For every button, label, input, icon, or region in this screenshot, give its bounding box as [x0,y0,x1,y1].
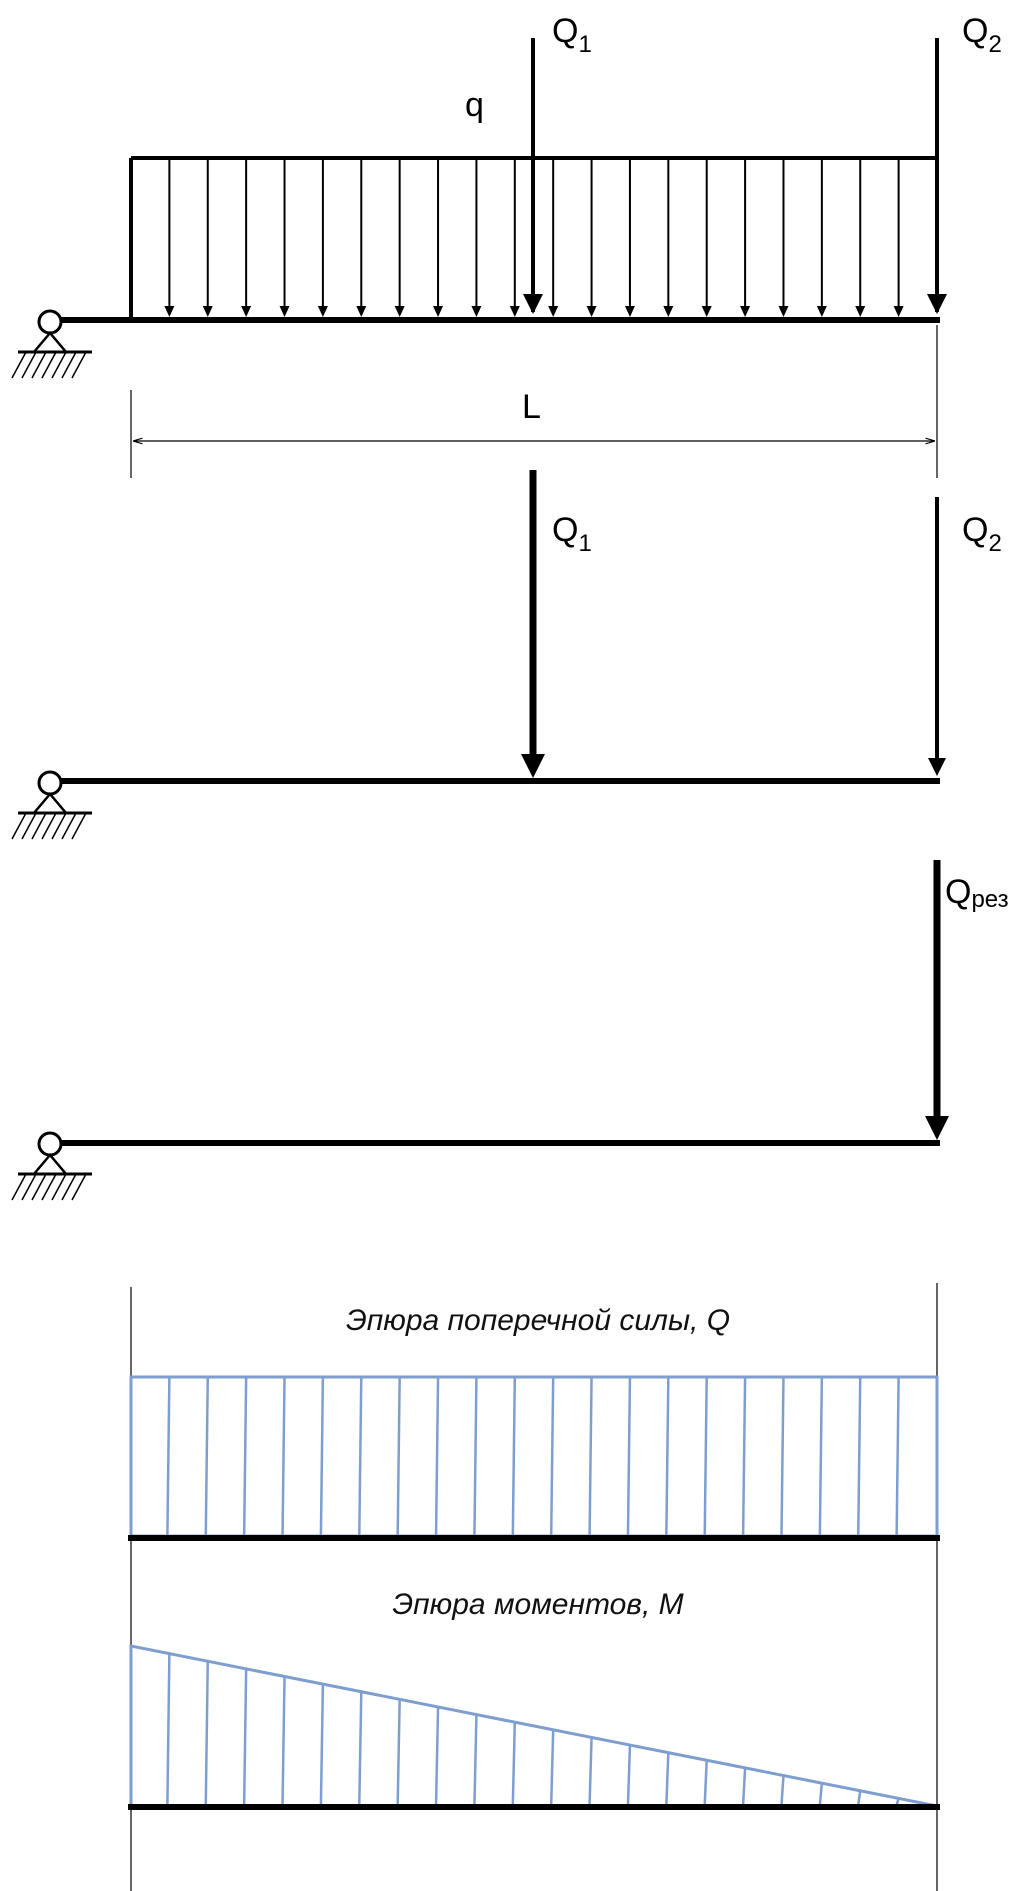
moment-hatch-line [473,1714,478,1806]
distributed-load-arrowhead [279,306,290,317]
q1-arrowhead-2 [521,754,545,778]
distributed-load-arrowhead [164,306,175,317]
distributed-load-arrowhead [663,306,674,317]
distributed-load-arrowhead [778,306,789,317]
shear-hatch-line [166,1376,171,1537]
distributed-load-arrows [164,160,904,317]
shear-hatch-line [319,1376,325,1537]
distributed-load-arrowhead [893,306,904,317]
moment-hatch-line [857,1790,862,1806]
span-dimension: L [130,325,938,478]
shear-diagram-title: Эпюра поперечной силы, Q [346,1304,730,1337]
moment-diagram-title: Эпюра моментов, M [392,1588,683,1621]
shear-hatch-line [434,1376,440,1537]
shear-hatch-line [856,1376,862,1537]
distributed-load-arrowhead [701,306,712,317]
shear-hatch-line [473,1376,478,1537]
moment-hatch-line [588,1737,593,1806]
distributed-load-arrowhead [855,306,866,317]
shear-hatch-line [204,1376,210,1537]
pin-support-2 [11,770,92,840]
moment-hatch-line [434,1706,440,1806]
distributed-load-arrowhead [740,306,751,317]
moment-hatch-line [396,1699,401,1806]
panel-resultant: Qрез [11,860,1009,1201]
distributed-load-arrowhead [356,306,367,317]
shear-hatch-line [665,1376,670,1537]
shear-hatch-line [703,1376,708,1537]
moment-hatch-line [741,1767,747,1806]
moment-hatch-line [780,1775,785,1806]
moment-hatch-line [204,1661,210,1806]
moment-hatch-line [511,1722,517,1806]
moment-hatch-line [549,1729,555,1806]
q1-label-1: Q1 [552,12,592,58]
q-label: q [465,86,484,124]
shear-hatch-line [511,1376,517,1537]
distributed-load-arrowhead [202,306,213,317]
moment-diagram [129,1644,938,1808]
qres-arrowhead [925,1116,949,1140]
distributed-load-arrowhead [241,306,252,317]
distributed-load-arrowhead [394,306,405,317]
distributed-load-arrowhead [816,306,827,317]
distributed-load-arrowhead [586,306,597,317]
shear-hatch-line [358,1376,363,1537]
shear-hatch-line [281,1376,286,1537]
distributed-load-arrowhead [433,306,444,317]
span-label: L [522,388,541,426]
shear-hatch-line [626,1376,632,1537]
moment-hatch-line [665,1752,670,1806]
shear-hatch-line [588,1376,593,1537]
moment-hatch-line [895,1798,900,1806]
internal-force-diagrams: Эпюра поперечной силы, Q Эпюра моментов,… [128,1283,940,1891]
shear-hatch-line [396,1376,401,1537]
shear-hatch-line [780,1376,785,1537]
shear-hatch-line [895,1376,900,1537]
moment-hatch-line [703,1760,708,1806]
distributed-load-arrowhead [509,306,520,317]
shear-diagram [129,1375,939,1538]
panel-point-loads: Q1 Q2 [11,470,1002,840]
moment-hatch-line [626,1745,632,1806]
shear-hatch-line [242,1376,248,1537]
qres-label: Qрез [945,873,1009,913]
q2-arrowhead-2 [928,758,946,776]
moment-hatch-line [319,1684,325,1806]
shear-hatch-line [549,1376,555,1537]
moment-hatch-line [166,1653,171,1806]
distributed-load-arrowhead [548,306,559,317]
q1-label-2: Q1 [552,511,592,557]
distributed-load-arrowhead [317,306,328,317]
distributed-load-arrowhead [471,306,482,317]
moment-hatch-line [358,1691,363,1806]
q2-label-2: Q2 [962,511,1002,557]
shear-hatch-line [818,1376,824,1537]
panel-loaded-beam: q Q1 Q2 L [11,12,1002,478]
moment-hatch-line [818,1783,824,1806]
shear-hatch-line [741,1376,747,1537]
moment-hatch-line [242,1668,248,1806]
distributed-load-arrowhead [624,306,635,317]
q2-label-1: Q2 [962,12,1002,58]
moment-hatch-line [281,1676,286,1806]
